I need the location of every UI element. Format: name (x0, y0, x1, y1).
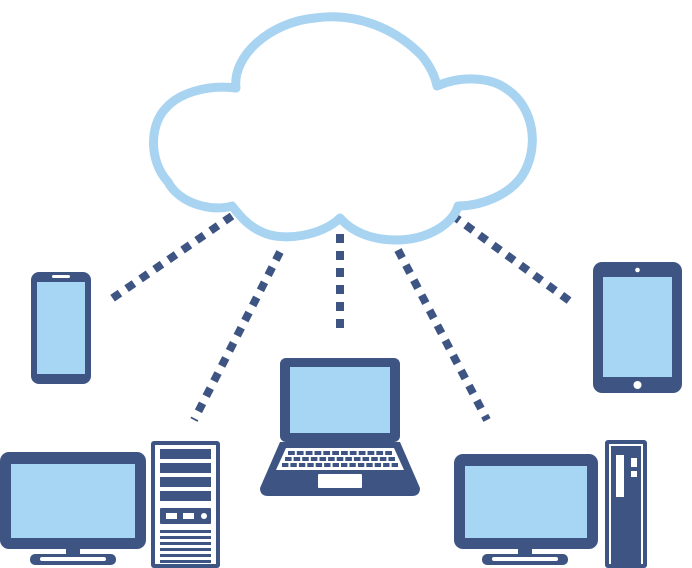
keyboard-key (285, 457, 292, 461)
laptop-keyboard (282, 451, 398, 467)
vent-line (160, 560, 211, 563)
keyboard-key (341, 451, 348, 455)
computer-tower-icon (151, 441, 220, 568)
desktop-computer-icon (454, 440, 647, 568)
monitor-icon (0, 452, 146, 565)
keyboard-key (296, 451, 304, 455)
keyboard-key (324, 463, 331, 467)
keyboard-key (307, 463, 314, 467)
monitor-icon (454, 454, 598, 565)
keyboard-key (374, 463, 382, 467)
vent-line (160, 530, 211, 533)
keyboard-key (367, 451, 375, 455)
keyboard-key (314, 451, 322, 455)
connector-cloud-desktop-right (394, 248, 491, 422)
cloud-icon (149, 12, 537, 245)
keyboard-key (290, 463, 297, 467)
keyboard-key (298, 463, 306, 467)
tablet-icon (593, 262, 682, 393)
keyboard-key (366, 463, 373, 467)
keyboard-key (315, 463, 323, 467)
connector-cloud-tablet (449, 211, 574, 306)
keyboard-key (288, 451, 295, 455)
keyboard-key (358, 451, 366, 455)
keyboard-key (305, 451, 313, 455)
smartphone-icon (31, 272, 91, 384)
keyboard-key (332, 463, 339, 467)
keyboard-key (282, 463, 289, 467)
keyboard-key (385, 451, 392, 455)
keyboard-key (362, 457, 370, 461)
keyboard-key (293, 457, 301, 461)
connector-cloud-smartphone (107, 212, 235, 304)
keyboard-key (323, 451, 331, 455)
keyboard-key (319, 457, 327, 461)
keyboard-key (349, 451, 357, 455)
keyboard-key (376, 451, 384, 455)
keyboard-key (345, 457, 352, 461)
desktop-computer-icon (0, 441, 220, 568)
keyboard-key (336, 457, 344, 461)
vent-line (160, 536, 211, 539)
keyboard-key (371, 457, 378, 461)
keyboard-key (388, 457, 395, 461)
connector-cloud-desktop-left (190, 250, 284, 422)
keyboard-key (379, 457, 387, 461)
keyboard-key (332, 451, 339, 455)
vent-line (160, 542, 211, 545)
keyboard-key (302, 457, 309, 461)
keyboard-key (391, 463, 398, 467)
keyboard-key (349, 463, 356, 467)
keyboard-key (310, 457, 318, 461)
keyboard-key (357, 463, 365, 467)
vent-line (160, 554, 211, 557)
keyboard-key (328, 457, 335, 461)
laptop-icon (260, 358, 420, 496)
computer-tower-icon (605, 440, 647, 568)
keyboard-key (383, 463, 390, 467)
vent-line (160, 548, 211, 551)
keyboard-key (353, 457, 361, 461)
keyboard-key (341, 463, 348, 467)
